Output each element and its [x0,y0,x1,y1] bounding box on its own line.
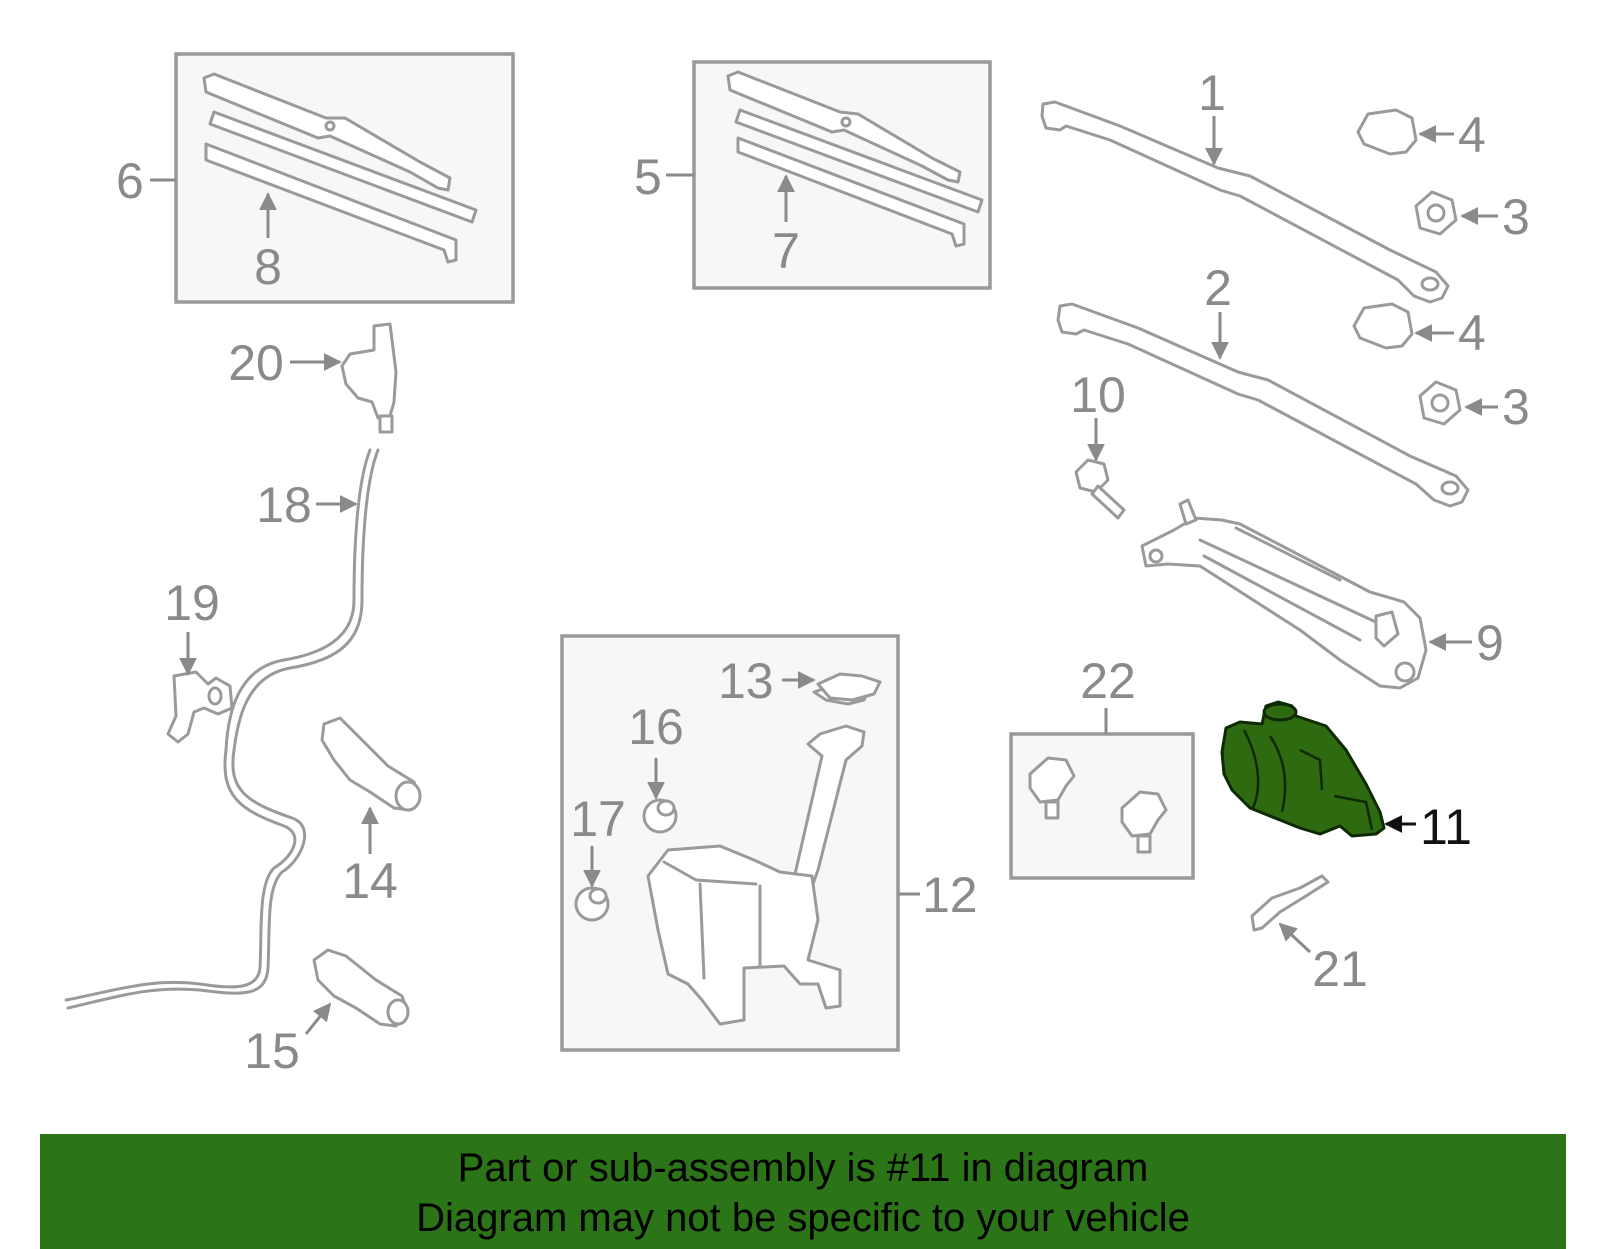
callout-15: 15 [244,1023,300,1079]
callout-8: 8 [254,239,282,295]
bolt-10[interactable] [1074,458,1126,520]
check-valve-20[interactable] [340,322,398,434]
pivot-cap-4-upper[interactable] [1356,108,1418,156]
callout-20: 20 [228,335,284,391]
callout-6: 6 [116,153,144,209]
washer-pump-15[interactable] [312,948,410,1028]
banner-part-line: Part or sub-assembly is #11 in diagram [457,1146,1149,1190]
washer-reservoir-12[interactable] [560,634,900,1052]
leader-15 [304,1002,332,1035]
callout-3b: 3 [1502,379,1530,435]
wiper-arm-1[interactable] [1040,100,1450,304]
callout-4a: 4 [1458,107,1486,163]
wiper-linkage-9[interactable] [1140,498,1428,690]
callout-11: 11 [1420,799,1472,855]
washer-nozzle-kit-22[interactable] [1009,732,1195,880]
leader-21 [1278,922,1312,954]
callout-12: 12 [922,867,978,923]
callout-19: 19 [164,575,220,631]
callout-2: 2 [1204,260,1232,316]
washer-hose-18[interactable] [66,448,380,1010]
wiper-arm-2[interactable] [1056,302,1470,508]
callout-13: 13 [718,653,774,709]
reservoir-cap-13[interactable] [816,672,882,702]
pivot-cap-4-lower[interactable] [1352,302,1414,350]
callout-1: 1 [1198,65,1226,121]
nut-3-upper[interactable] [1414,190,1458,236]
callout-22: 22 [1080,653,1136,709]
callout-5: 5 [634,149,662,205]
nut-3-lower[interactable] [1418,380,1462,426]
washer-pump-14[interactable] [320,716,422,812]
callout-14: 14 [342,853,398,909]
wiper-blade-assembly-5[interactable] [692,60,992,290]
grommet-17[interactable] [574,886,610,922]
wiper-blade-assembly-6[interactable] [174,52,515,304]
callout-10: 10 [1070,367,1126,423]
washer-hose-18-outline [64,448,372,1002]
wiper-motor-11[interactable] [1220,700,1386,838]
part-info-banner: Part or sub-assembly is #11 in diagram D… [40,1134,1566,1249]
banner-disclaimer-line: Diagram may not be specific to your vehi… [416,1196,1190,1240]
callout-7: 7 [772,223,800,279]
callout-9: 9 [1476,615,1504,671]
callout-4b: 4 [1458,305,1486,361]
callout-16: 16 [628,699,684,755]
callout-3a: 3 [1502,189,1530,245]
grommet-16[interactable] [642,798,678,834]
callout-18: 18 [256,477,312,533]
clip-19[interactable] [166,670,234,744]
callout-17: 17 [570,791,626,847]
callout-21: 21 [1312,941,1368,997]
connector-21[interactable] [1250,874,1330,932]
